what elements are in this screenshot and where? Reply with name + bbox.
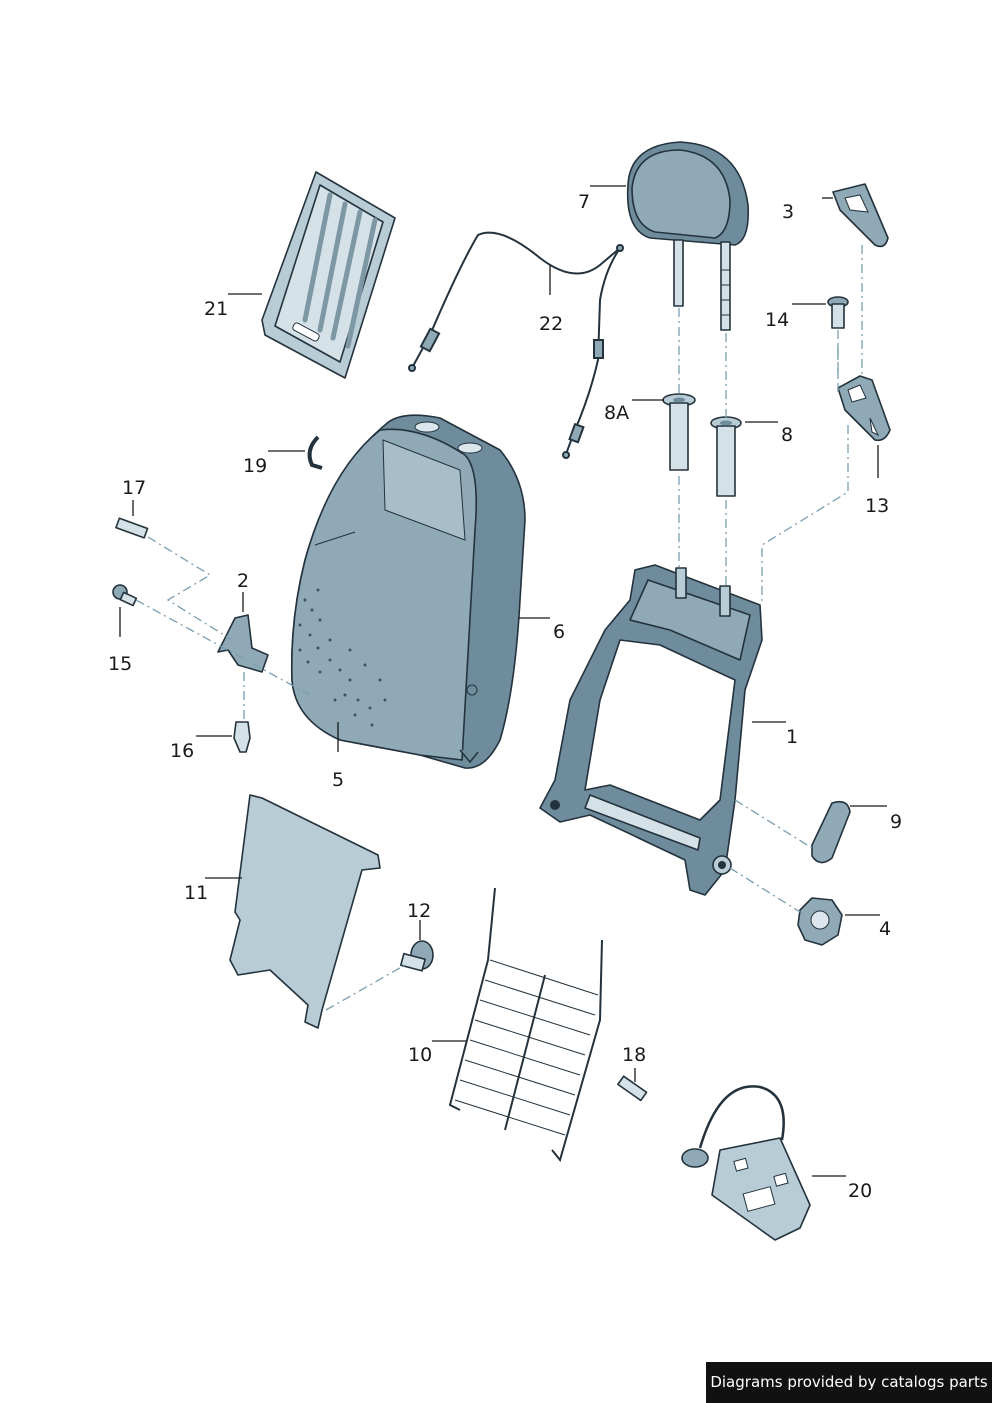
part-22-release-cable — [408, 231, 624, 459]
part-20-lumbar-unit — [681, 1085, 811, 1241]
part-17-clip — [115, 517, 149, 539]
assembly-lines — [135, 245, 863, 1011]
part-2-bracket — [217, 614, 269, 673]
callout-21: 21 — [204, 298, 228, 320]
part-16-clip — [233, 721, 251, 753]
leader-lines — [119, 185, 887, 1177]
part-14-screw — [827, 296, 849, 329]
part-6-backrest-cover — [290, 414, 526, 769]
part-7-head-restraint — [626, 141, 750, 331]
callout-15: 15 — [108, 653, 132, 675]
callout-9: 9 — [890, 811, 902, 833]
callout-13: 13 — [865, 495, 889, 517]
part-8-guide — [710, 416, 742, 497]
callout-4: 4 — [879, 918, 891, 940]
callout-8a: 8A — [604, 402, 629, 424]
part-1-backrest-frame — [539, 564, 763, 896]
part-18-connector — [617, 1075, 648, 1102]
callout-1: 1 — [786, 726, 798, 748]
callout-2: 2 — [237, 570, 249, 592]
part-5-perforated-panel — [298, 588, 387, 727]
part-8a-guide — [662, 393, 696, 471]
part-9-release-lever — [811, 800, 851, 864]
callout-7: 7 — [578, 191, 590, 213]
callout-20: 20 — [848, 1180, 872, 1202]
callout-10: 10 — [408, 1044, 432, 1066]
callout-11: 11 — [184, 882, 208, 904]
callout-labels: 1 2 3 4 5 6 7 8 8A 9 10 11 12 13 14 15 1… — [108, 191, 902, 1202]
catalog-credit-banner: Diagrams provided by catalogs parts — [706, 1362, 992, 1403]
callout-19: 19 — [243, 455, 267, 477]
callout-22: 22 — [539, 313, 563, 335]
callout-16: 16 — [170, 740, 194, 762]
callout-12: 12 — [407, 900, 431, 922]
part-3-trim — [832, 183, 889, 248]
part-11-backrest-panel — [229, 794, 381, 1029]
callout-14: 14 — [765, 309, 789, 331]
part-12-rivet — [399, 940, 434, 972]
callout-18: 18 — [622, 1044, 646, 1066]
part-21-heater-mat — [261, 171, 396, 379]
callout-8: 8 — [781, 424, 793, 446]
callout-3: 3 — [782, 201, 794, 223]
part-13-trim — [837, 375, 891, 442]
part-10-wire-frame — [448, 887, 603, 1163]
callout-6: 6 — [553, 621, 565, 643]
part-15-screw — [112, 584, 138, 607]
part-19-clip — [307, 435, 323, 470]
part-4-adjusting-knob — [797, 897, 843, 946]
callout-5: 5 — [332, 769, 344, 791]
callout-17: 17 — [122, 477, 146, 499]
